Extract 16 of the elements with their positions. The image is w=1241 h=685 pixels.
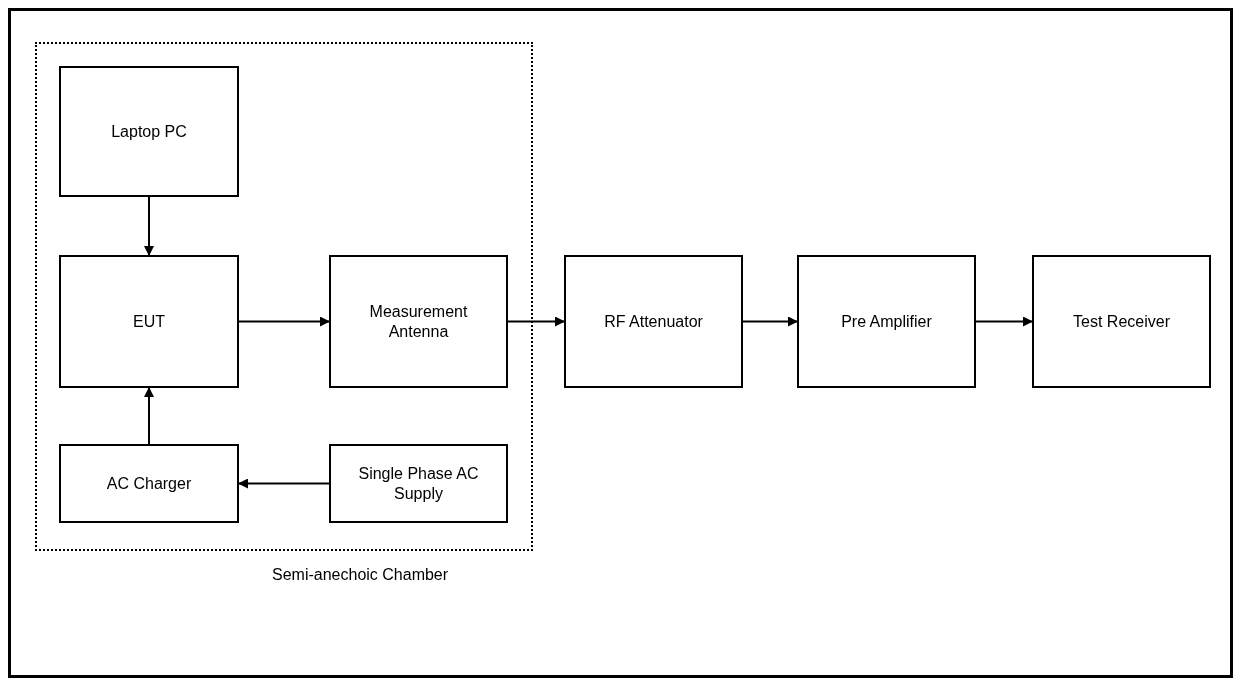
arrow	[742, 316, 798, 327]
process-box: AC Charger	[59, 444, 239, 523]
process-box: Laptop PC	[59, 66, 239, 197]
arrow	[144, 387, 154, 445]
process-box: RF Attenuator	[564, 255, 743, 388]
arrow	[238, 316, 330, 327]
chamber-label: Semi-anechoic Chamber	[272, 565, 449, 585]
arrow	[144, 196, 154, 256]
process-box: Measurement Antenna	[329, 255, 508, 388]
process-box: Pre Amplifier	[797, 255, 976, 388]
arrow	[238, 478, 330, 489]
process-box: Test Receiver	[1032, 255, 1211, 388]
arrow	[507, 316, 565, 327]
process-box: Single Phase AC Supply	[329, 444, 508, 523]
arrow	[975, 316, 1033, 327]
process-box: EUT	[59, 255, 239, 388]
